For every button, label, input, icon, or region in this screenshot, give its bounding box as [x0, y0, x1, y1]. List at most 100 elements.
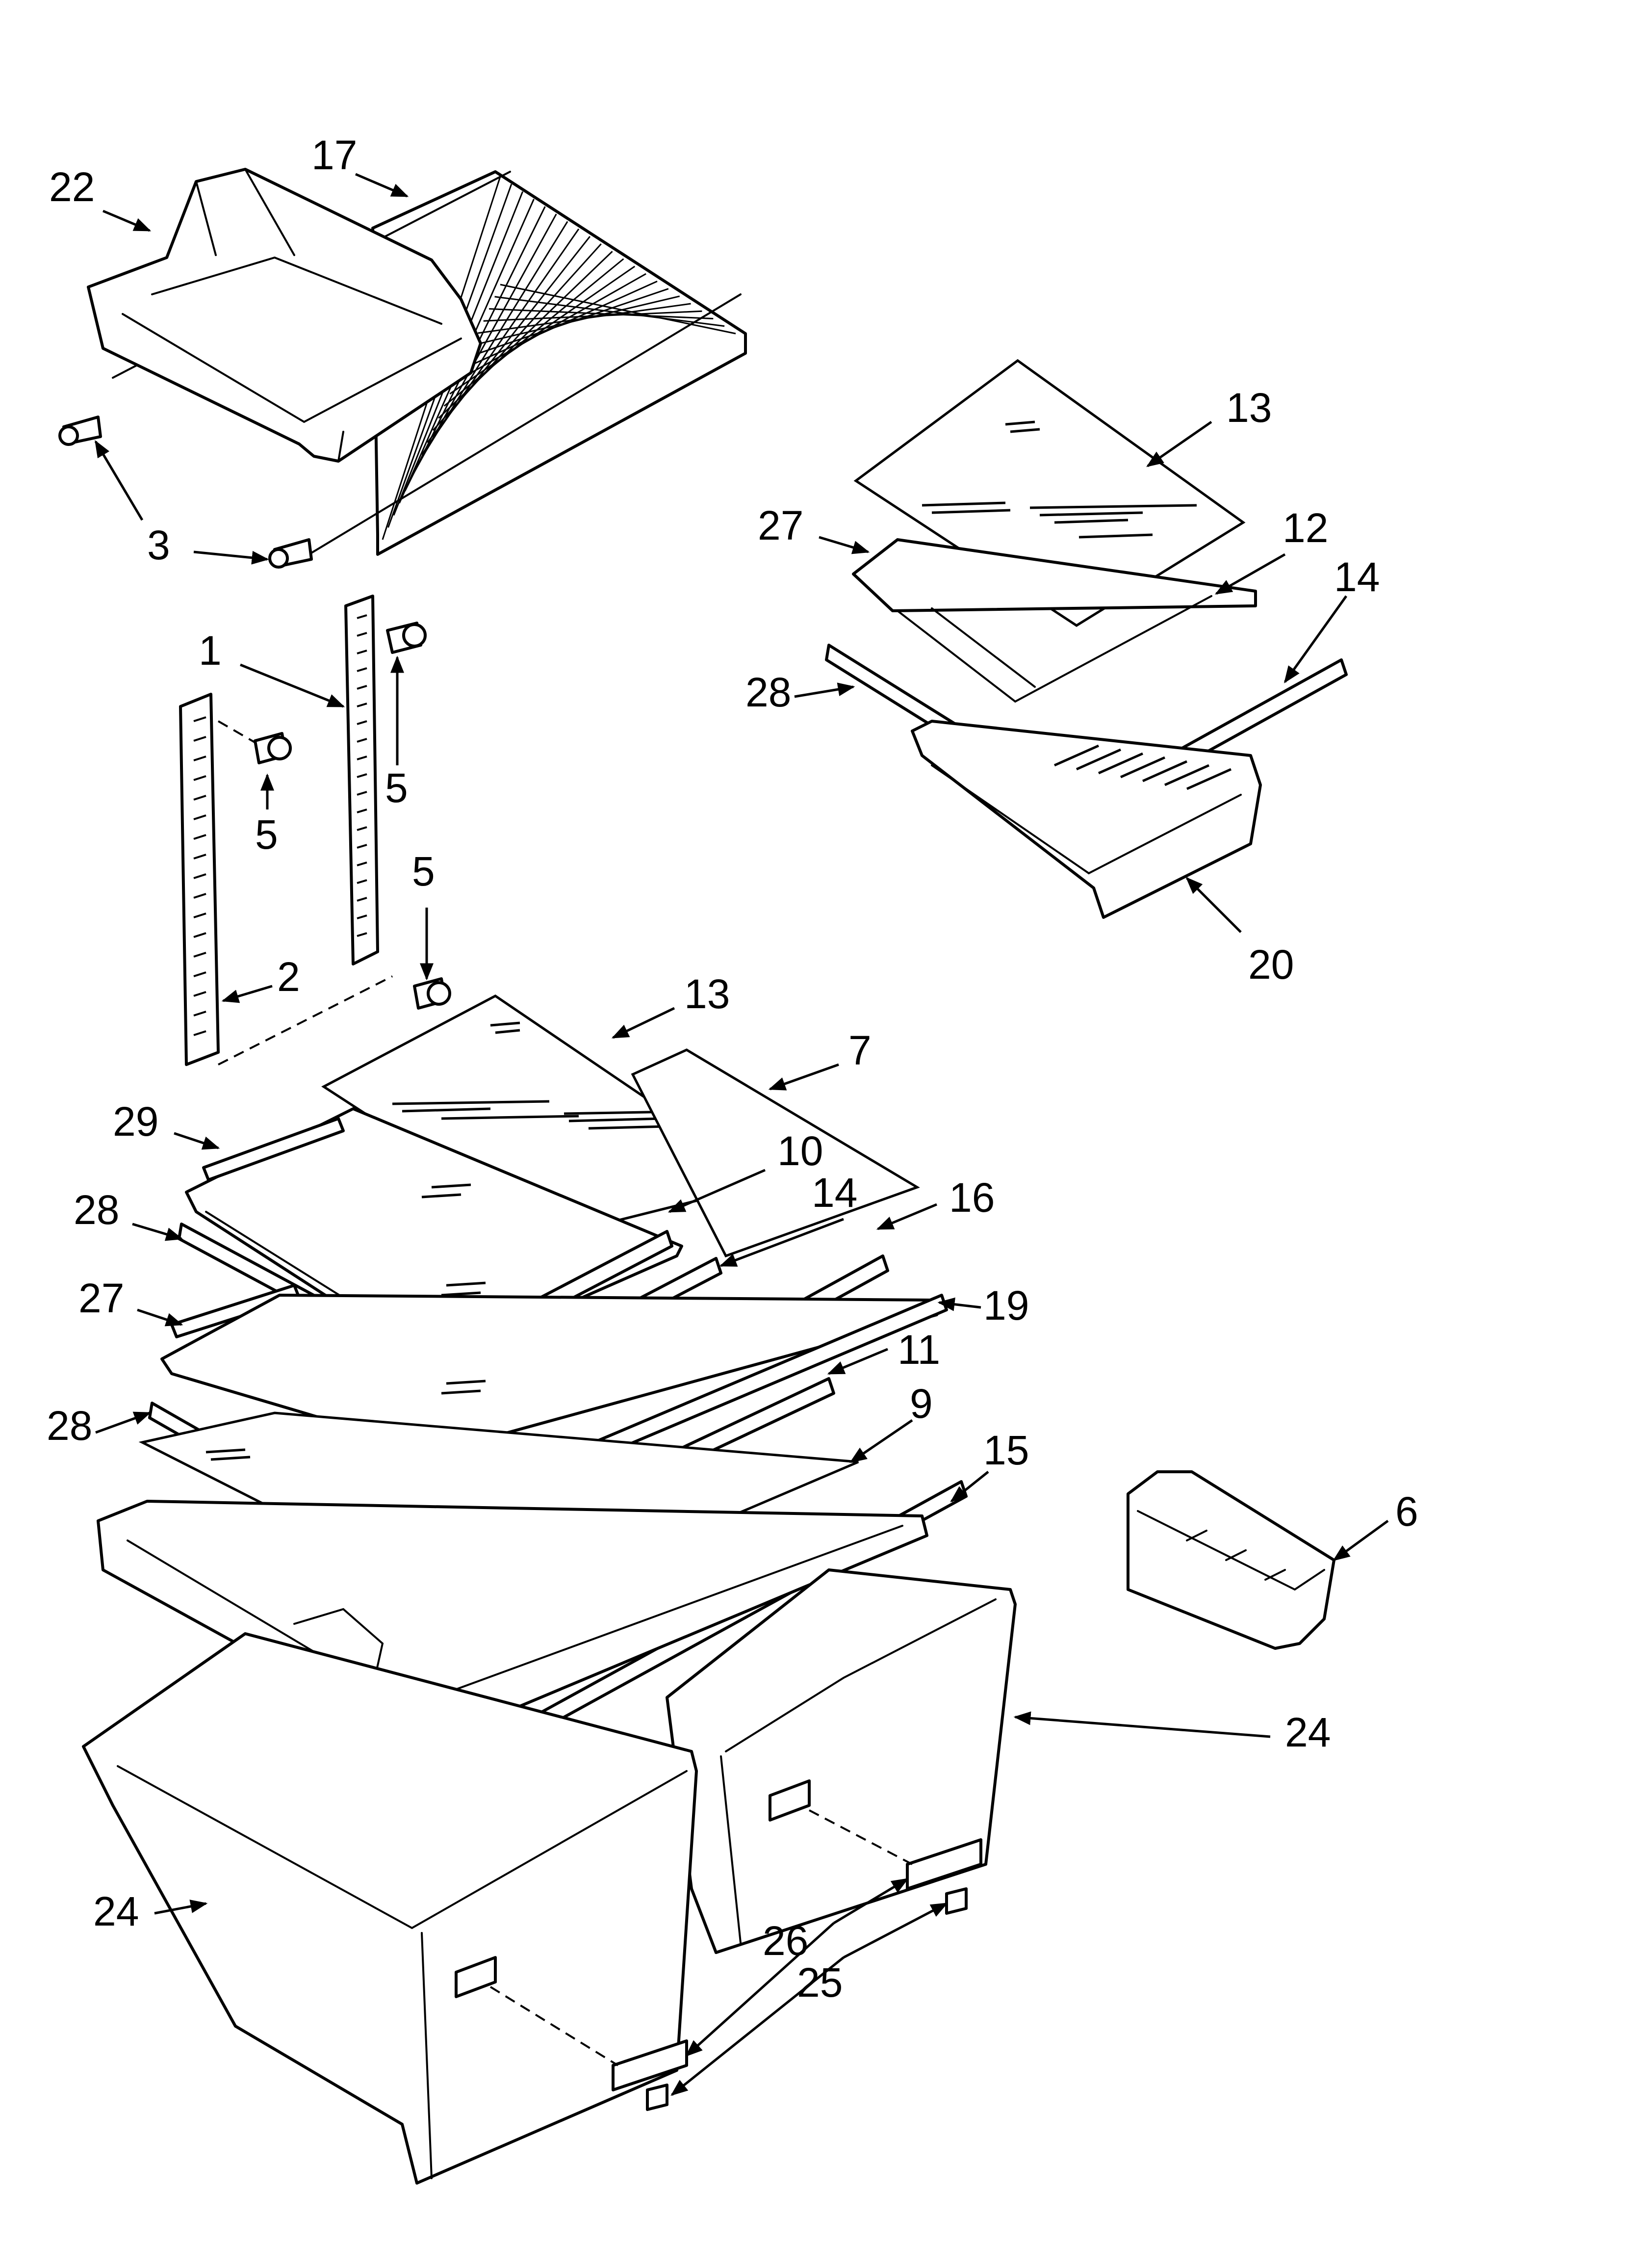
drawing-stroke [357, 614, 367, 619]
callout-25: 25 [797, 1959, 843, 2006]
drawer-slide-clip-left [612, 2039, 688, 2111]
screw-lower [413, 977, 451, 1010]
drawing-stroke [1053, 744, 1100, 767]
drawing-stroke [357, 897, 367, 902]
callout-29: 29 [113, 1098, 158, 1145]
drawing-stroke [449, 265, 636, 395]
drawing-stroke [357, 826, 367, 831]
drawing-stroke [357, 773, 367, 778]
callout-5-lower: 5 [412, 848, 435, 894]
callout-labels: 22 17 3 3 1 5 5 5 2 13 27 12 14 28 20 13… [47, 132, 1418, 2006]
drawing-stroke [494, 296, 725, 327]
screw-upper [386, 622, 427, 654]
drawing-stroke [478, 303, 691, 334]
callout-10: 10 [777, 1128, 823, 1174]
drawing-stroke [489, 308, 714, 320]
crisper-cover [97, 1500, 928, 1753]
drawing-stroke [357, 914, 367, 919]
drawing-stroke [357, 791, 367, 796]
callout-24-right: 24 [1285, 1709, 1331, 1755]
drawing-stroke [357, 703, 367, 707]
callout-28-middle: 28 [74, 1187, 119, 1233]
callout-7: 7 [848, 1027, 872, 1073]
drawing-stroke [193, 795, 206, 801]
drawing-stroke [1186, 768, 1232, 790]
drawing-stroke [193, 736, 206, 742]
crisper-drawer-left [82, 1632, 698, 2185]
drawing-stroke [357, 879, 367, 884]
drawing-stroke [357, 756, 367, 760]
trim-29 [202, 1117, 345, 1181]
drawing-stroke [357, 685, 367, 690]
callout-27-middle: 27 [78, 1275, 124, 1321]
drawing-stroke [357, 861, 367, 866]
callout-5-upper: 5 [385, 765, 408, 811]
drawing-stroke [432, 243, 602, 431]
callout-12: 12 [1283, 505, 1328, 551]
drawing-stroke [193, 716, 206, 722]
callout-9: 9 [910, 1381, 933, 1427]
callout-14-upper: 14 [1334, 554, 1380, 600]
drawing-stroke [443, 258, 624, 407]
crisper-pan-20 [911, 720, 1262, 919]
callout-2: 2 [277, 954, 300, 1000]
drawing-stroke [357, 720, 367, 725]
callout-26: 26 [763, 1918, 808, 1964]
shelf-peg-right [268, 538, 313, 569]
drawing-stroke [193, 1011, 206, 1017]
drawing-stroke [193, 873, 206, 879]
drawing-stroke [357, 932, 367, 937]
callout-3: 3 [147, 522, 170, 568]
callout-16: 16 [949, 1174, 995, 1221]
callout-14-middle: 14 [812, 1170, 857, 1216]
callout-6: 6 [1395, 1488, 1418, 1535]
drawing-stroke [1120, 756, 1166, 779]
drawing-stroke [357, 650, 367, 654]
shelf-insert-7 [631, 1048, 920, 1258]
shelf-peg-left [58, 416, 102, 446]
drawing-stroke [193, 834, 206, 840]
callout-27-upper: 27 [758, 502, 803, 548]
callout-13-upper: 13 [1226, 385, 1272, 431]
callout-17: 17 [311, 132, 357, 178]
drawing-stroke [193, 893, 206, 899]
callout-15: 15 [983, 1427, 1029, 1473]
drawing-stroke [193, 952, 206, 958]
screw-middle [254, 732, 292, 764]
pan-frame [852, 538, 1257, 703]
drawing-stroke [357, 632, 367, 637]
drawing-stroke [193, 912, 206, 918]
callout-28-upper: 28 [745, 669, 791, 715]
callout-22: 22 [49, 164, 95, 210]
callout-20: 20 [1248, 941, 1294, 988]
drawing-stroke [438, 251, 613, 419]
drawing-stroke [427, 235, 591, 443]
drawing-stroke [193, 1030, 206, 1036]
drawing-stroke [193, 971, 206, 977]
drawing-stroke [357, 808, 367, 813]
drawing-stroke [1164, 764, 1210, 786]
drawing-stroke [193, 756, 206, 761]
drawing-stroke [1098, 752, 1144, 775]
storage-bin [87, 168, 482, 463]
drawing-stroke [1142, 760, 1188, 782]
drawing-stroke [483, 310, 702, 322]
drawing-stroke [455, 273, 646, 383]
callout-28-lower: 28 [47, 1403, 92, 1449]
callout-19: 19 [983, 1282, 1029, 1329]
drawing-stroke [193, 775, 206, 781]
drawing-stroke [357, 738, 367, 743]
drawing-stroke [193, 932, 206, 938]
drawing-stroke [500, 284, 736, 335]
shelf-ladder-rail-right [344, 595, 379, 965]
drawing-stroke [193, 991, 206, 997]
shelf-ladder-rail-left [179, 693, 220, 1066]
callout-11: 11 [898, 1327, 940, 1373]
drawing-stroke [193, 814, 206, 820]
drawing-stroke [357, 667, 367, 672]
door-bin [1127, 1470, 1335, 1650]
callout-13-middle: 13 [684, 971, 730, 1017]
callout-24-left: 24 [93, 1888, 139, 1934]
drawing-stroke [193, 854, 206, 860]
